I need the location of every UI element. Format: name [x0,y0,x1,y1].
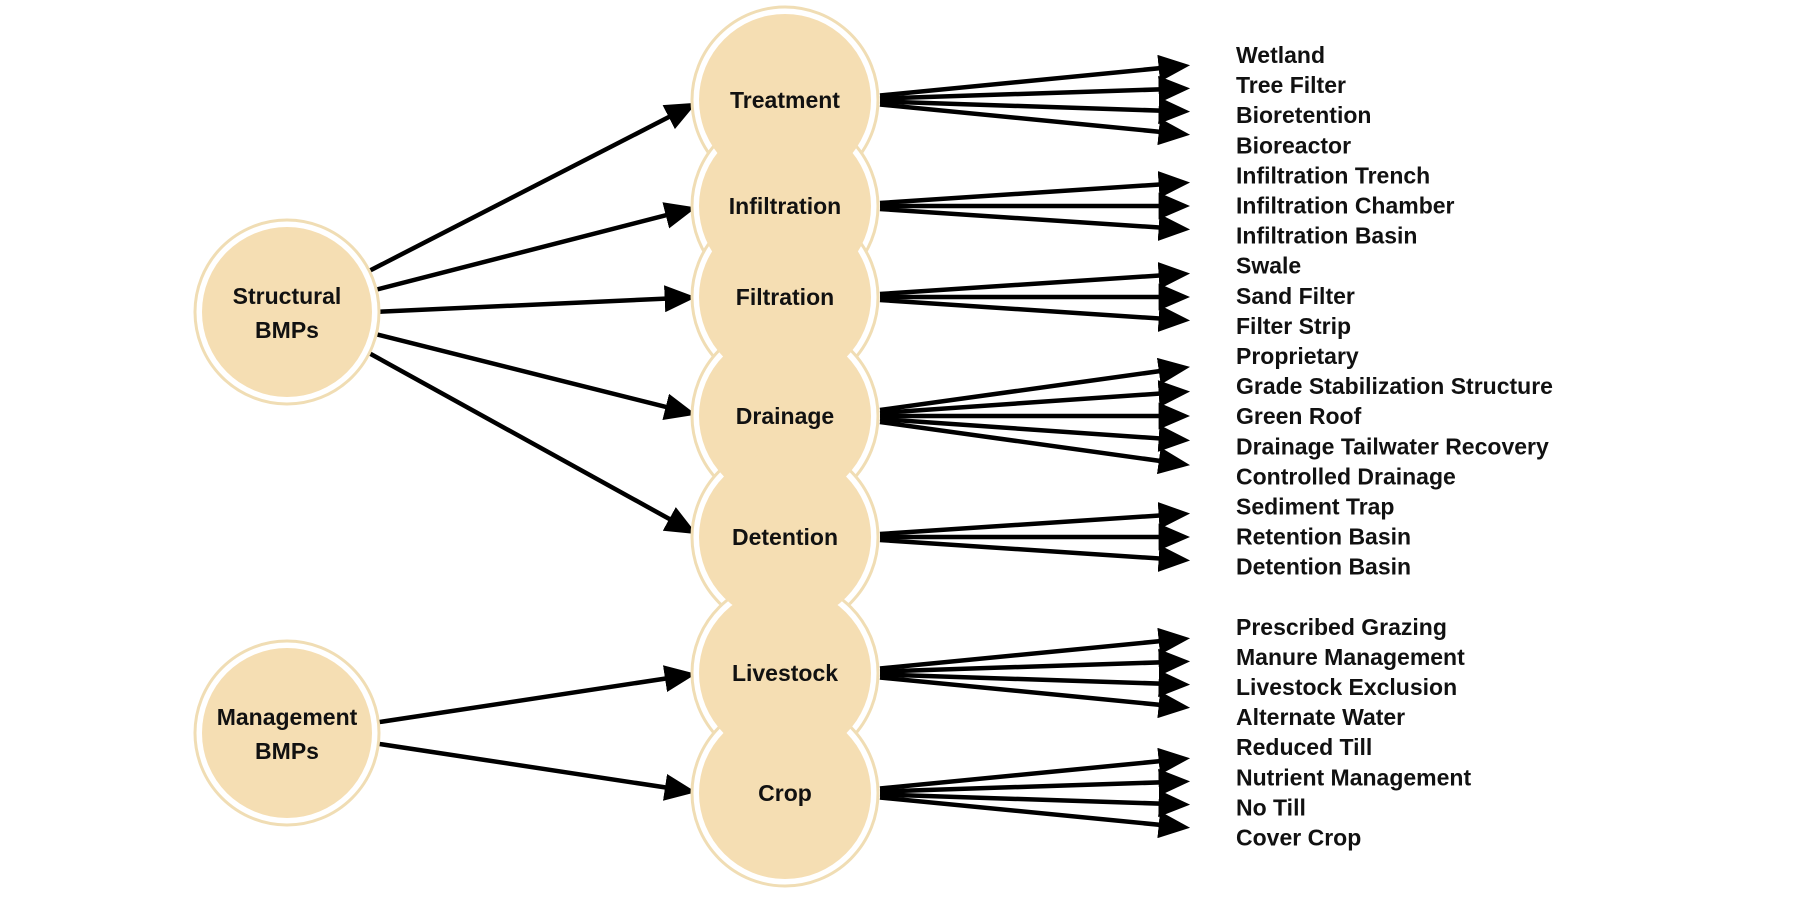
arrow-crop-to-no-till [879,790,1191,818]
node-infiltration-label: Infiltration [729,193,841,219]
leaf-label-no-till: No Till [1236,794,1306,820]
arrow-structural-to-infiltration [366,202,697,295]
node-detention-label: Detention [732,524,838,550]
arrow-structural-to-detention [365,350,697,535]
node-livestock-circle [699,587,871,759]
arrows-layer [365,54,1191,839]
node-filtration-label: Filtration [736,284,834,310]
arrow-crop-to-reduced-till [879,747,1191,791]
leaf-label-sediment-trap: Sediment Trap [1236,494,1394,520]
leaf-label-bioreactor: Bioreactor [1236,132,1351,158]
node-management-label-line: BMPs [255,738,319,764]
leaf-label-wetland: Wetland [1236,42,1325,68]
arrow-drainage-to-grade-stabilization-structure [879,380,1191,416]
node-structural-label-line: Structural [233,283,342,309]
leaf-label-sand-filter: Sand Filter [1236,283,1355,309]
arrow-livestock-to-prescribed-grazing [879,627,1191,671]
node-crop-circle [699,707,871,879]
leaf-label-infiltration-trench: Infiltration Trench [1236,162,1430,188]
node-management-label-line: Management [217,704,358,730]
leaf-label-swale: Swale [1236,253,1301,279]
arrow-detention-to-detention-basin [879,537,1191,572]
leaf-label-nutrient-management: Nutrient Management [1236,764,1471,790]
arrow-livestock-to-livestock-exclusion [879,670,1191,698]
leaf-label-detention-basin: Detention Basin [1236,554,1411,580]
arrow-crop-to-nutrient-management [879,768,1191,796]
node-drainage-circle [699,330,871,502]
arrow-management-to-crop [372,740,697,801]
node-crop-label: Crop [758,780,812,806]
arrow-structural-to-filtration [372,285,697,315]
leaf-label-green-roof: Green Roof [1236,403,1362,429]
leaf-label-tree-filter: Tree Filter [1236,72,1346,98]
arrow-infiltration-to-infiltration-trench [879,171,1191,206]
leaf-label-manure-management: Manure Management [1236,644,1465,670]
category-nodes: TreatmentInfiltrationFiltrationDrainageD… [690,5,880,888]
leaf-label-bioretention: Bioretention [1236,102,1371,128]
node-drainage-label: Drainage [736,403,834,429]
leaf-label-reduced-till: Reduced Till [1236,734,1372,760]
leaf-label-infiltration-chamber: Infiltration Chamber [1236,193,1455,219]
arrow-livestock-to-alternate-water [879,675,1191,719]
arrow-detention-to-sediment-trap [879,502,1191,537]
arrow-treatment-to-tree-filter [879,75,1191,103]
leaf-label-drainage-tailwater-recovery: Drainage Tailwater Recovery [1236,433,1549,459]
arrow-treatment-to-wetland [879,54,1191,98]
arrow-treatment-to-bioreactor [879,102,1191,146]
node-filtration-circle [699,211,871,383]
leaf-label-controlled-drainage: Controlled Drainage [1236,463,1456,489]
leaf-label-filter-strip: Filter Strip [1236,313,1351,339]
node-structural-circle [202,227,372,397]
node-structural-label-line: BMPs [255,317,319,343]
leaf-label-grade-stabilization-structure: Grade Stabilization Structure [1236,373,1553,399]
arrow-crop-to-cover-crop [879,795,1191,839]
leaf-label-retention-basin: Retention Basin [1236,524,1411,550]
leaf-label-livestock-exclusion: Livestock Exclusion [1236,674,1457,700]
arrow-infiltration-to-infiltration-basin [879,206,1191,241]
arrow-structural-to-treatment [366,102,697,275]
arrow-drainage-to-drainage-tailwater-recovery [879,416,1191,452]
arrow-management-to-livestock [372,665,697,726]
arrow-filtration-to-filter-strip [879,297,1191,332]
node-treatment-label: Treatment [730,87,840,113]
arrow-filtration-to-swale [879,262,1191,297]
arrow-livestock-to-manure-management [879,648,1191,676]
node-detention-circle [699,451,871,623]
node-livestock-label: Livestock [732,660,838,686]
leaf-label-prescribed-grazing: Prescribed Grazing [1236,614,1447,640]
leaf-label-proprietary: Proprietary [1236,343,1359,369]
arrow-treatment-to-bioretention [879,97,1191,125]
arrow-structural-to-drainage [366,329,697,420]
leaf-label-cover-crop: Cover Crop [1236,825,1361,851]
arrow-drainage-to-controlled-drainage [879,419,1191,475]
node-management-circle [202,648,372,818]
nodes-layer: StructuralBMPsManagementBMPsTreatmentInf… [193,5,880,888]
leaf-label-alternate-water: Alternate Water [1236,704,1405,730]
leaf-label-infiltration-basin: Infiltration Basin [1236,223,1417,249]
arrow-drainage-to-proprietary [879,357,1191,413]
